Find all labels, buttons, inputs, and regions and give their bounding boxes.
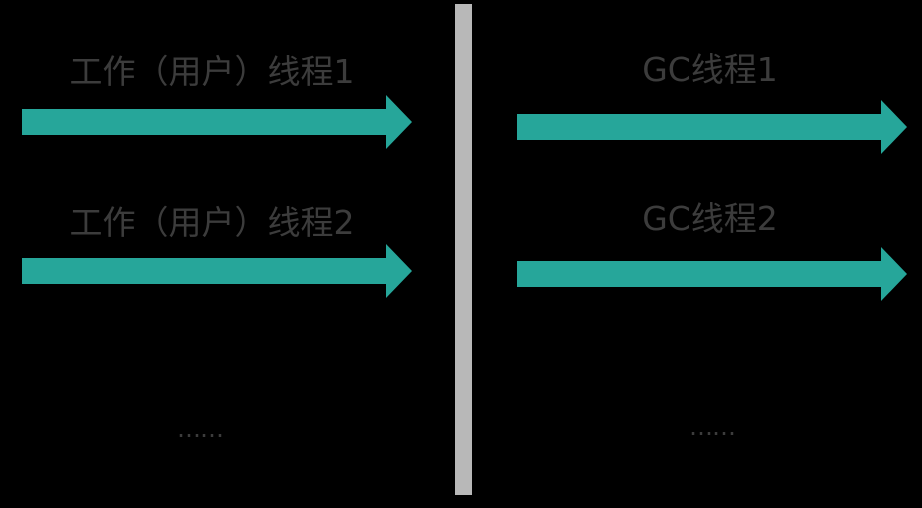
right-thread-2-arrow [517, 247, 907, 301]
left-thread-1-arrow [22, 95, 412, 149]
divider-bar [455, 4, 472, 495]
left-thread-2-arrow [22, 244, 412, 298]
left-thread-1-label: 工作（用户）线程1 [69, 52, 355, 91]
left-ellipsis: …… [177, 415, 224, 443]
right-thread-1-label: GC线程1 [642, 50, 778, 89]
right-thread-2-label: GC线程2 [642, 199, 778, 238]
left-thread-2-label: 工作（用户）线程2 [69, 203, 355, 242]
right-thread-1-arrow [517, 100, 907, 154]
right-ellipsis: …… [689, 413, 736, 441]
